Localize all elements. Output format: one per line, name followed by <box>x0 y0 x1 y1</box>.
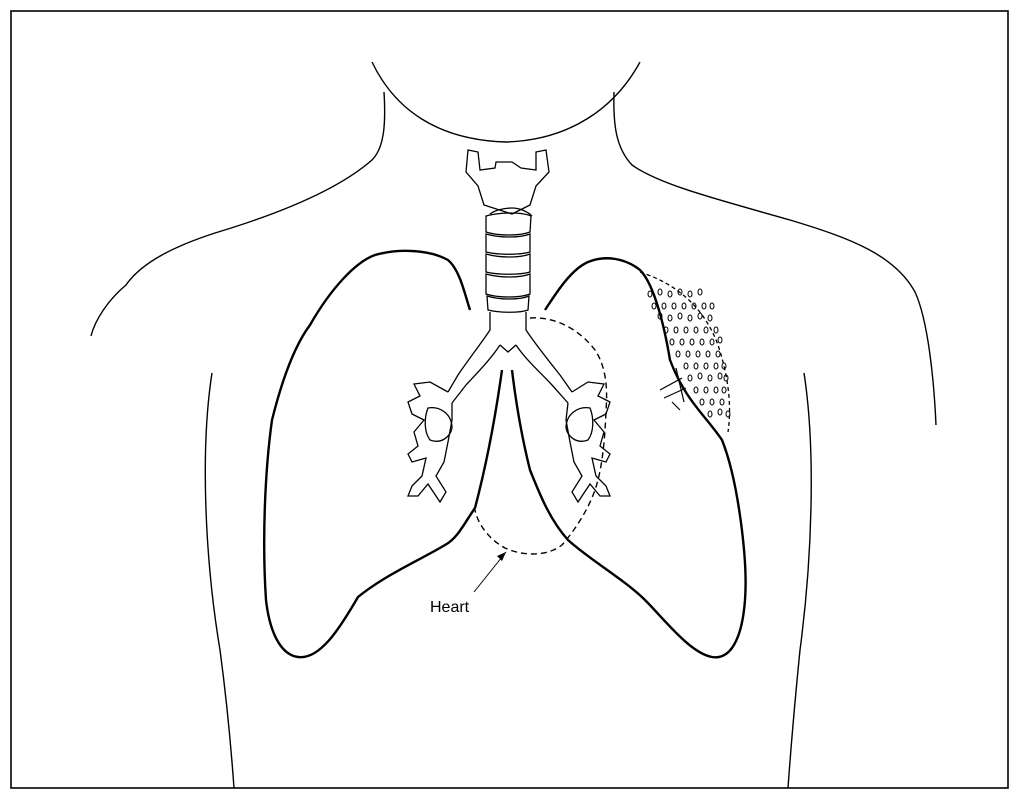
stipple-dot <box>688 315 692 321</box>
stipple-dot <box>698 313 702 319</box>
right-torso-side <box>788 373 811 788</box>
stipple-dot <box>700 399 704 405</box>
stipple-dot <box>708 411 712 417</box>
stipple-dot <box>704 327 708 333</box>
stipple-dot <box>700 339 704 345</box>
stipple-dot <box>684 327 688 333</box>
stipple-dot <box>648 291 652 297</box>
stipple-dot <box>704 363 708 369</box>
stipple-dot <box>714 327 718 333</box>
stipple-dot <box>684 363 688 369</box>
bronchial-tree <box>408 312 610 502</box>
larynx <box>466 150 549 216</box>
heart-label: Heart <box>430 599 470 616</box>
stipple-dot <box>676 351 680 357</box>
left-neck-shoulder <box>91 92 385 336</box>
stipple-dot <box>670 339 674 345</box>
stipple-dot <box>690 339 694 345</box>
stipple-dot <box>652 303 656 309</box>
stipple-dot <box>672 303 676 309</box>
stipple-dot <box>720 399 724 405</box>
stipple-dot <box>718 373 722 379</box>
stipple-dot <box>698 289 702 295</box>
right-lung <box>512 258 746 657</box>
stipple-dot <box>668 315 672 321</box>
stipple-dot <box>710 339 714 345</box>
stipple-dot <box>708 315 712 321</box>
left-lung <box>264 251 502 657</box>
right-neck-shoulder <box>614 92 936 425</box>
stipple-dot <box>722 387 726 393</box>
stipple-dot <box>662 303 666 309</box>
stipple-dot <box>688 291 692 297</box>
stipple-dot <box>714 387 718 393</box>
stipple-dot <box>674 327 678 333</box>
stipple-dot <box>710 303 714 309</box>
stipple-dot <box>706 351 710 357</box>
chin-outline <box>372 62 640 142</box>
stipple-dot <box>718 409 722 415</box>
stipple-dot <box>696 351 700 357</box>
stipple-dot <box>698 373 702 379</box>
heart-pointer-arrowhead <box>497 552 506 561</box>
stipple-dot <box>704 387 708 393</box>
left-torso-side <box>205 373 234 788</box>
stipple-dot <box>668 291 672 297</box>
stipple-dot <box>688 375 692 381</box>
stipple-dot <box>708 375 712 381</box>
trachea <box>486 213 531 312</box>
stipple-dot <box>682 303 686 309</box>
outer-border <box>11 11 1008 788</box>
stipple-dot <box>686 351 690 357</box>
stipple-dot <box>726 411 730 417</box>
stipple-dot <box>694 363 698 369</box>
puncture-marks <box>660 368 686 410</box>
stipple-dot <box>718 337 722 343</box>
stipple-dot <box>714 363 718 369</box>
stipple-dot <box>716 351 720 357</box>
stipple-dot <box>658 289 662 295</box>
stipple-dot <box>710 399 714 405</box>
stipple-dot <box>680 339 684 345</box>
stipple-dot <box>694 387 698 393</box>
stipple-dot <box>694 327 698 333</box>
stipple-dot <box>702 303 706 309</box>
stipple-dot <box>678 313 682 319</box>
